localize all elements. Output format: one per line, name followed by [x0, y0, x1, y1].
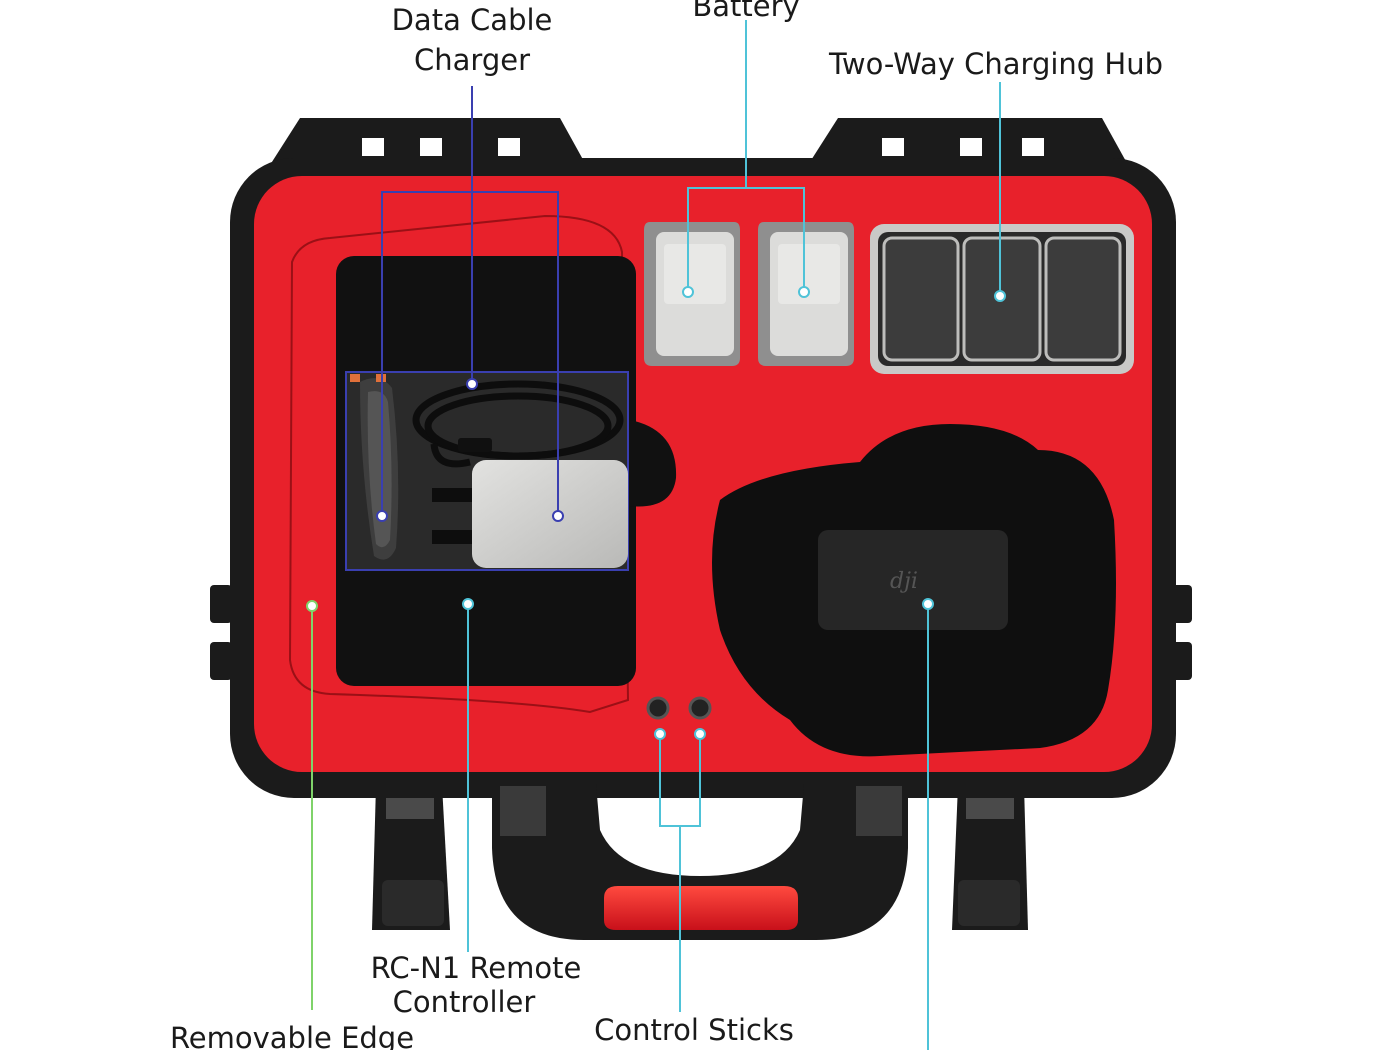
- left-bottom-latch: [372, 785, 450, 930]
- carry-handle: [492, 784, 908, 940]
- label-battery: Battery: [692, 0, 799, 23]
- leader-drone: [922, 598, 934, 1050]
- propellers: [350, 374, 399, 560]
- label-two-way-charging-hub: Two-Way Charging Hub: [828, 47, 1163, 81]
- drone-logo: dji: [890, 569, 918, 594]
- data-cable-coil: [412, 380, 624, 468]
- leader-remote: [462, 598, 474, 952]
- label-data-cable: Data Cable: [392, 3, 553, 37]
- left-side-latch-bottom: [210, 642, 232, 680]
- hinge-slots: [362, 138, 1044, 156]
- leader-hub: [994, 82, 1006, 302]
- leader-control-sticks: [654, 728, 706, 1012]
- leader-data-cable: [466, 86, 478, 390]
- right-bottom-latch: [952, 785, 1028, 930]
- label-rc-n1-line2: Controller: [393, 985, 536, 1019]
- label-control-sticks: Control Sticks: [594, 1013, 794, 1047]
- label-rc-n1-line1: RC-N1 Remote: [371, 951, 582, 985]
- drone-body: [818, 530, 1008, 630]
- label-charger: Charger: [414, 43, 530, 77]
- control-stick-hole-right: [688, 696, 712, 720]
- drone-cavity: dji: [712, 424, 1116, 757]
- leader-battery: [682, 20, 810, 298]
- removable-edge-outline: [288, 214, 630, 714]
- remote-controller-slot: [336, 256, 677, 686]
- left-side-latch-top: [210, 585, 232, 623]
- leader-removable-edge: [306, 600, 318, 1010]
- leader-charger: [376, 191, 564, 522]
- wall-charger: [432, 460, 628, 568]
- label-removable-edge: Removable Edge: [170, 1021, 414, 1050]
- control-stick-hole-left: [646, 696, 670, 720]
